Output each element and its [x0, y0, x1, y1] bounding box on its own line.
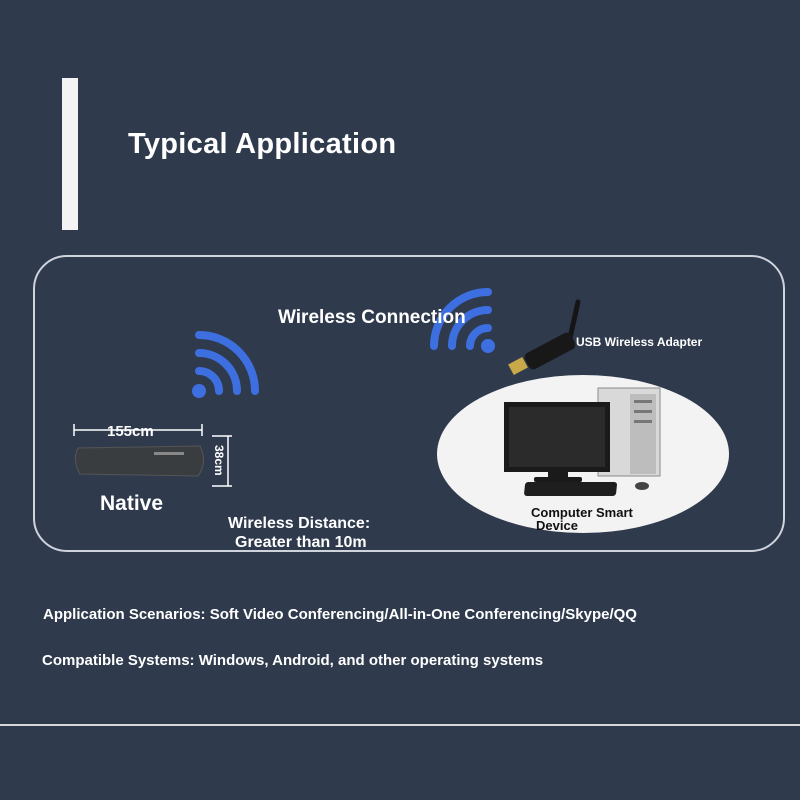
compatible-systems-text: Compatible Systems: Windows, Android, an… [42, 652, 544, 669]
wireless-distance-label: Wireless Distance: Greater than 10m [228, 515, 371, 551]
device-height-label: 38cm [212, 445, 226, 476]
wifi-signal-icon [192, 331, 259, 398]
usb-adapter-label: USB Wireless Adapter [576, 335, 703, 349]
computer-icon [504, 387, 661, 496]
usb-adapter-icon [508, 299, 581, 376]
wifi-signal-icon [430, 288, 495, 353]
wireless-connection-label: Wireless Connection [278, 307, 466, 328]
divider-line [0, 724, 800, 726]
device-width-label: 155cm [107, 423, 154, 440]
accent-bar [62, 78, 78, 230]
application-panel [33, 255, 785, 552]
application-scenarios-text: Application Scenarios: Soft Video Confer… [43, 606, 637, 623]
page-title: Typical Application [128, 128, 397, 160]
speakerphone-device-icon [73, 424, 232, 487]
computer-label: Computer Smart Device [531, 505, 633, 533]
native-label: Native [100, 492, 164, 515]
